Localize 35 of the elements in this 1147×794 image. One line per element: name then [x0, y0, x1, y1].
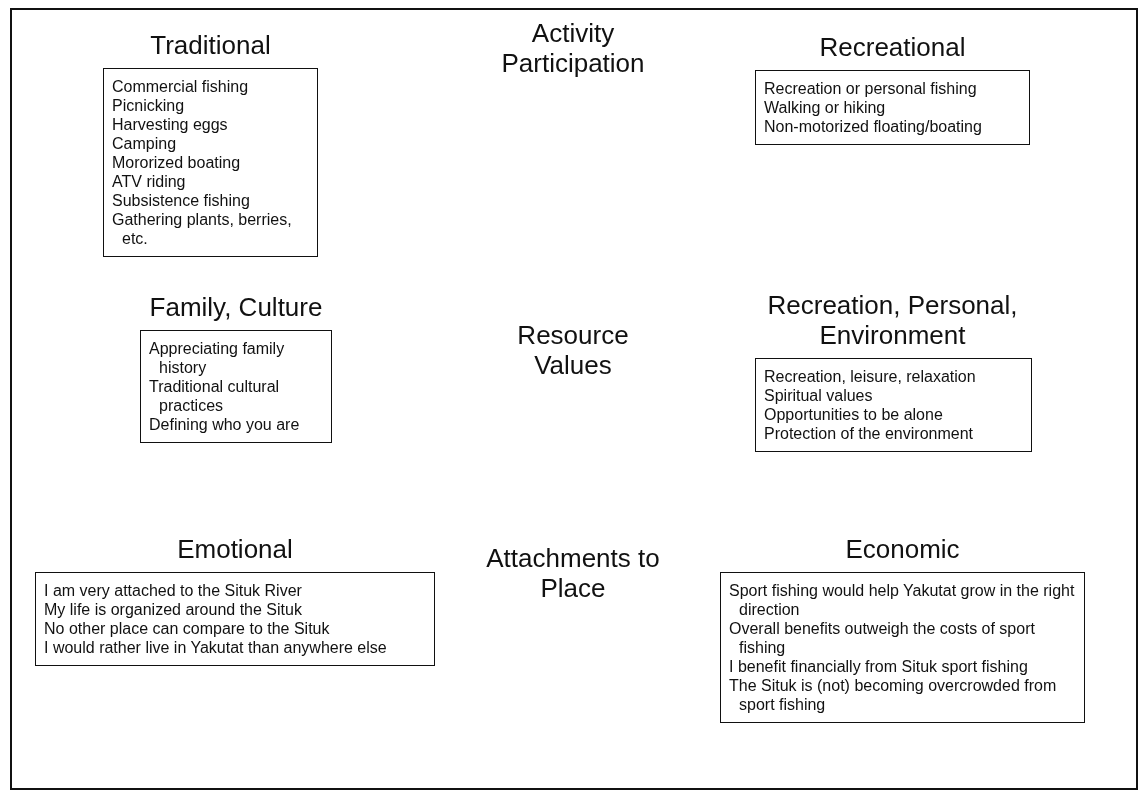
list-item: Opportunities to be alone — [764, 405, 944, 424]
list-heading: Emotional — [176, 534, 294, 564]
list-item: Overall benefits outweigh the costs of sport fishing — [729, 619, 1036, 657]
list-item: No other place can compare to the Situk — [44, 619, 331, 638]
list-item: Appreciating family history — [149, 339, 286, 377]
list-item: I am very attached to the Situk River — [44, 581, 303, 600]
list-item: Commercial fishing — [112, 77, 250, 96]
list-item: Defining who you are — [149, 415, 301, 434]
list-item: Traditional cultural practices — [149, 377, 281, 415]
list-item: Subsistence fishing — [112, 191, 251, 210]
list-item: Sport fishing would help Yakutat grow in the right direction — [729, 581, 1076, 619]
list-item: Spiritual values — [764, 386, 874, 405]
list-item: I benefit financially from Situk sport fishing — [729, 657, 1029, 676]
list-item: Gathering plants, berries, etc. — [112, 210, 293, 248]
list-heading: Traditional — [149, 30, 272, 60]
list-item: Picnicking — [112, 96, 186, 115]
list-item: Harvesting eggs — [112, 115, 229, 134]
list-item: ATV riding — [112, 172, 187, 191]
list-heading: Recreation, Personal, Environment — [766, 290, 1019, 350]
list-heading: Family, Culture — [148, 292, 324, 322]
list-item: Walking or hiking — [764, 98, 887, 117]
list-item: My life is organized around the Situk — [44, 600, 303, 619]
list-item: Protection of the environment — [764, 424, 974, 443]
category-label: Attachments to Place — [485, 543, 661, 603]
list-heading: Recreational — [818, 32, 967, 62]
list-item: Recreation, leisure, relaxation — [764, 367, 977, 386]
category-label: Resource Values — [516, 320, 630, 380]
list-item: I would rather live in Yakutat than anywhere else — [44, 638, 388, 657]
list-item: Recreation or personal fishing — [764, 79, 978, 98]
list-item: Mororized boating — [112, 153, 242, 172]
list-item: Non-motorized floating/boating — [764, 117, 983, 136]
category-label: Activity Participation — [500, 18, 646, 78]
list-item: Camping — [112, 134, 178, 153]
list-heading: Economic — [844, 534, 961, 564]
list-item: The Situk is (not) becoming overcrowded from sport fishing — [729, 676, 1058, 714]
